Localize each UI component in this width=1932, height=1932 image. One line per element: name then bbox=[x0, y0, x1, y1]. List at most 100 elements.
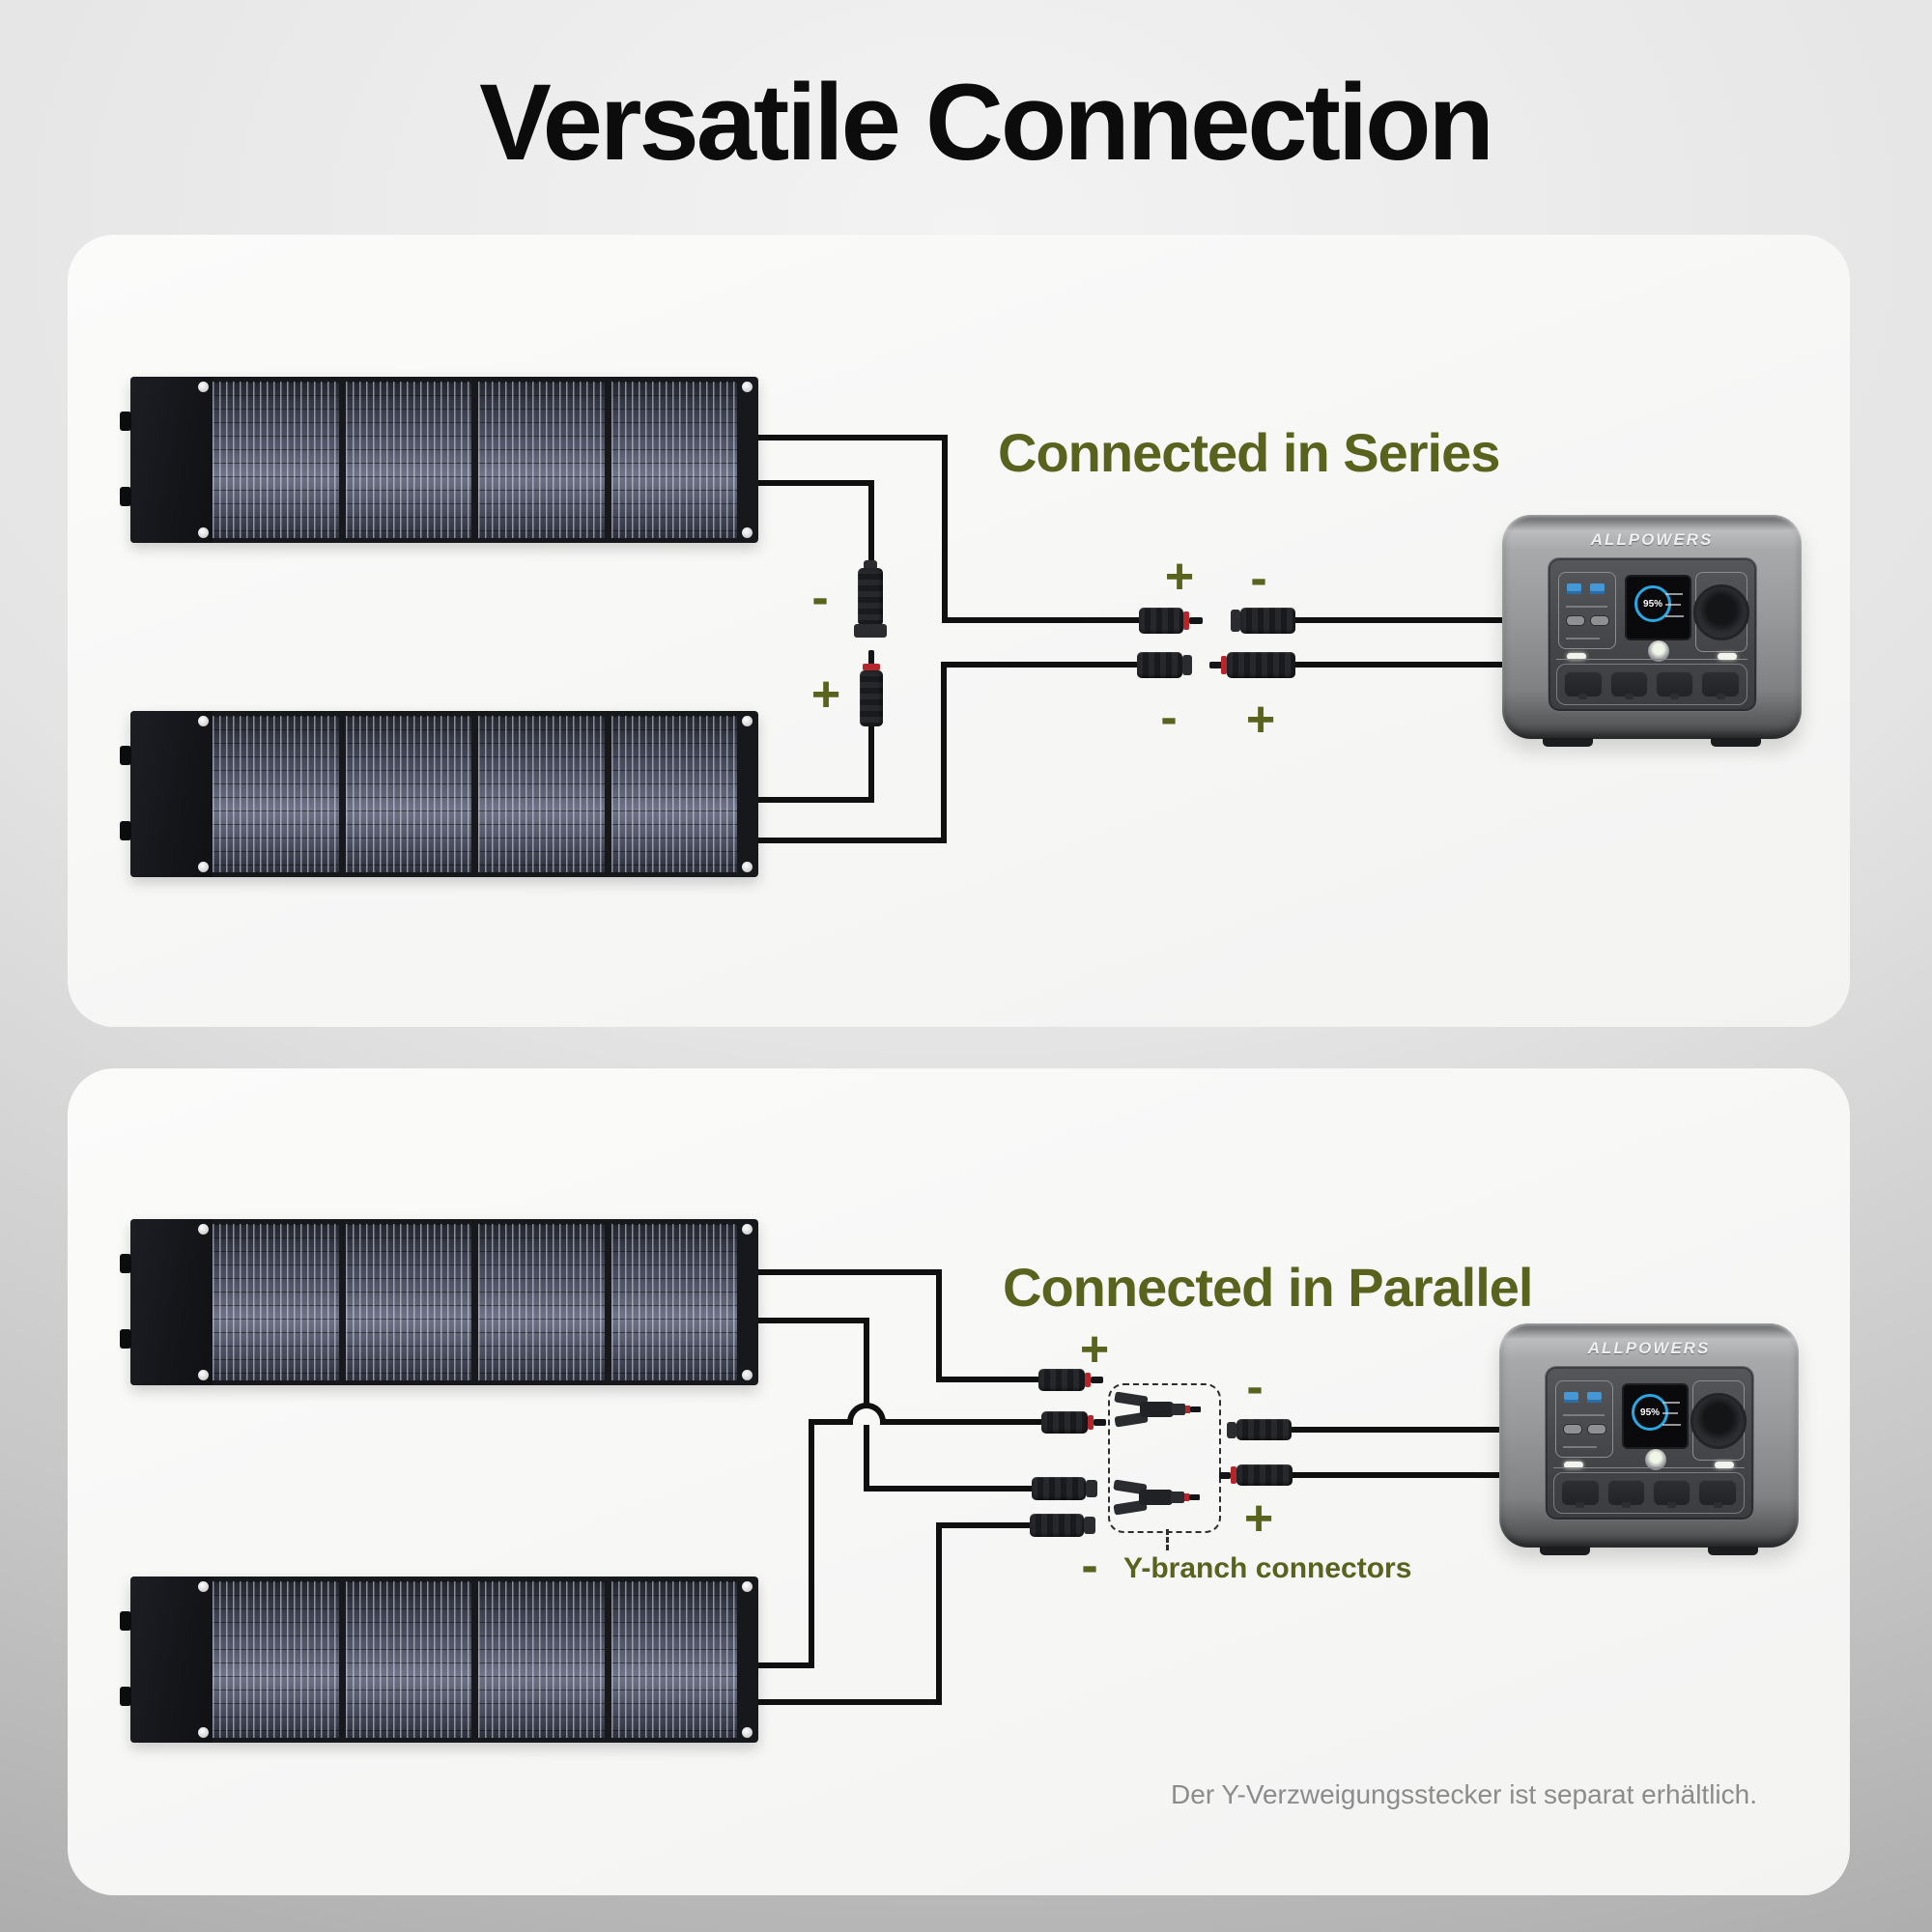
solar-panel bbox=[120, 377, 758, 543]
ac-socket-cover bbox=[1609, 671, 1648, 699]
led-indicator bbox=[1566, 653, 1586, 661]
panel-clip bbox=[120, 1254, 131, 1273]
grommet bbox=[198, 862, 209, 872]
station-foot bbox=[1708, 1547, 1758, 1555]
polarity-label: + bbox=[1164, 549, 1195, 605]
power-station: ALLPOWERS 95% bbox=[1499, 1323, 1799, 1555]
series-heading: Connected in Series bbox=[998, 422, 1500, 483]
mc4-connector-flange bbox=[854, 624, 887, 638]
mc4-connector-male bbox=[1038, 1369, 1085, 1391]
wire-segment bbox=[936, 1269, 942, 1382]
display-stat-line bbox=[1662, 1401, 1681, 1404]
wire-segment bbox=[864, 1486, 1034, 1492]
grommet bbox=[742, 1581, 753, 1592]
mc4-connector-female bbox=[1227, 652, 1295, 678]
wire-segment bbox=[936, 1522, 942, 1705]
mc4-connector-red-band bbox=[1088, 1415, 1094, 1430]
battery-percent: 95% bbox=[1643, 598, 1663, 610]
display-stat-line bbox=[1665, 604, 1681, 607]
mc4-connector-female bbox=[1139, 608, 1183, 634]
usb-button bbox=[1563, 1423, 1583, 1435]
solar-cell bbox=[213, 1581, 339, 1738]
mc4-connector-male bbox=[1240, 608, 1295, 634]
solar-cell bbox=[213, 382, 339, 538]
decor-line bbox=[1563, 1445, 1598, 1448]
availability-note: Der Y-Verzweigungsstecker ist separat er… bbox=[1171, 1779, 1757, 1809]
polarity-label: - bbox=[1160, 690, 1178, 746]
wire-segment bbox=[1292, 1427, 1502, 1433]
mc4-connector-red-band bbox=[1183, 611, 1189, 630]
usb-pod bbox=[1558, 572, 1617, 649]
mc4-connector-male bbox=[1137, 652, 1182, 678]
mc4-connector-pin bbox=[1091, 1377, 1103, 1383]
mc4-connector-red-band bbox=[1085, 1373, 1091, 1387]
page-title: Versatile Connection bbox=[479, 62, 1494, 183]
brand-logo: ALLPOWERS bbox=[1587, 1339, 1711, 1358]
y-branch-leader-line bbox=[1166, 1529, 1169, 1550]
solar-panel bbox=[120, 711, 758, 877]
panel-flap bbox=[130, 711, 213, 877]
grommet bbox=[742, 1224, 753, 1235]
solar-cell bbox=[345, 1581, 471, 1738]
wire-segment bbox=[758, 1662, 814, 1668]
mc4-connector-pin bbox=[1094, 1419, 1106, 1426]
wire-segment bbox=[758, 797, 874, 803]
panel-clip bbox=[120, 487, 131, 506]
mc4-connector-collar bbox=[1182, 655, 1192, 675]
y-branch-label: Y-branch connectors bbox=[1123, 1552, 1412, 1584]
solar-cell bbox=[611, 716, 737, 872]
ac-socket-row bbox=[1553, 1472, 1745, 1514]
power-button bbox=[1644, 1449, 1666, 1471]
grommet bbox=[198, 1727, 209, 1738]
grommet bbox=[198, 527, 209, 538]
grommet bbox=[742, 527, 753, 538]
ac-socket-cover bbox=[1606, 1480, 1645, 1508]
solar-cell bbox=[478, 1581, 605, 1738]
polarity-label: + bbox=[1243, 1491, 1274, 1547]
panel-cells bbox=[213, 382, 737, 538]
panel-clip bbox=[120, 1687, 131, 1706]
mc4-connector-collar bbox=[1231, 610, 1240, 632]
ac-outlet bbox=[1690, 1392, 1747, 1449]
led-indicator bbox=[1715, 1462, 1735, 1469]
solar-cell bbox=[478, 1224, 605, 1380]
solar-cell bbox=[345, 382, 471, 538]
brand-logo: ALLPOWERS bbox=[1590, 530, 1714, 550]
ac-outlet bbox=[1693, 583, 1750, 640]
wire-segment bbox=[1295, 662, 1503, 668]
usb-icon bbox=[1564, 1392, 1579, 1404]
mc4-connector-flange bbox=[1084, 1517, 1095, 1534]
grommet bbox=[198, 1581, 209, 1592]
decor-line bbox=[1566, 606, 1608, 609]
wire-segment bbox=[758, 1699, 942, 1705]
wire-segment bbox=[758, 1269, 942, 1275]
wire-segment bbox=[809, 1419, 814, 1668]
mc4-connector-male bbox=[1041, 1411, 1088, 1434]
usb-button bbox=[1589, 614, 1609, 626]
decor-line bbox=[1563, 1414, 1605, 1417]
panel-flap bbox=[130, 1219, 213, 1385]
wire-segment bbox=[1293, 1472, 1502, 1478]
polarity-label: - bbox=[811, 570, 829, 626]
usb-pod bbox=[1555, 1380, 1614, 1458]
grommet bbox=[742, 862, 753, 872]
solar-cell bbox=[478, 716, 605, 872]
display-stat-line bbox=[1662, 1423, 1682, 1426]
ac-socket-row bbox=[1556, 664, 1747, 705]
ac-pod bbox=[1690, 1380, 1747, 1461]
solar-cell bbox=[213, 1224, 339, 1380]
parallel-heading: Connected in Parallel bbox=[1003, 1257, 1533, 1318]
panel-clip bbox=[120, 1329, 131, 1349]
ac-socket-cover bbox=[1701, 671, 1740, 699]
solar-cell bbox=[611, 1581, 737, 1738]
grommet bbox=[198, 716, 209, 726]
polarity-label: - bbox=[1246, 1359, 1264, 1415]
solar-cell bbox=[611, 382, 737, 538]
polarity-label: - bbox=[1081, 1538, 1098, 1594]
solar-cell bbox=[345, 1224, 471, 1380]
panel-flap bbox=[130, 1577, 213, 1743]
mc4-connector-female bbox=[1030, 1514, 1084, 1537]
panel-divider bbox=[1556, 659, 1747, 661]
grommet bbox=[198, 1224, 209, 1235]
